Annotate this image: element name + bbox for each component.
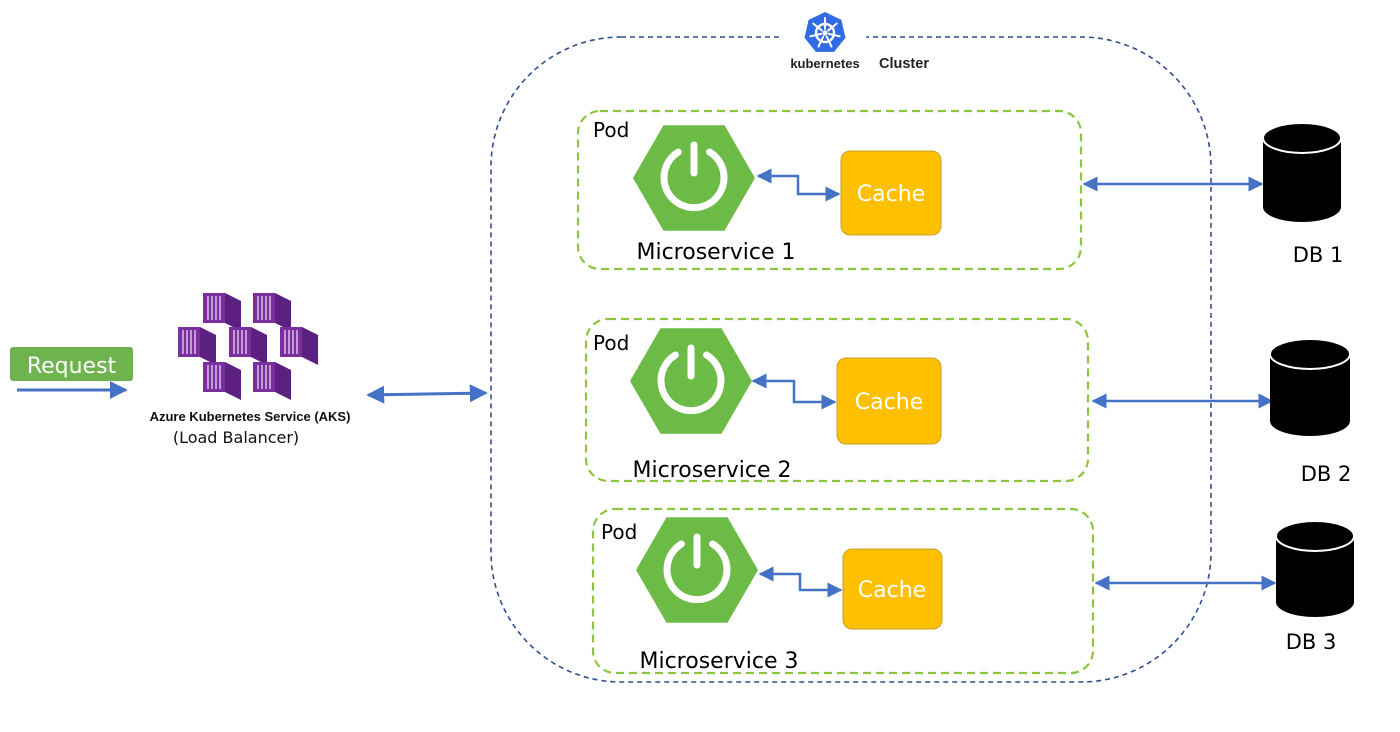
aks-subtitle: (Load Balancer) [173,428,299,447]
db-2-label: DB 2 [1301,462,1352,486]
pod-1: Pod Microservice 1 Cache [576,109,1083,271]
kubernetes-logo-text: kubernetes [790,56,859,71]
cache-3-label: Cache [858,578,926,603]
database-icon [1262,122,1342,222]
spring-power-icon [630,328,752,434]
db-1-label: DB 1 [1293,243,1344,267]
pod-1-boundary [576,109,1083,271]
kubernetes-icon [804,12,846,52]
service-cache-3-arrow [758,566,843,598]
azure-kubernetes-service-icon [178,293,318,400]
aks-title: Azure Kubernetes Service (AKS) [150,409,351,424]
aks-cube [203,293,241,331]
microservice-1-label: Microservice 1 [636,240,795,265]
pod-2-label: Pod [593,331,629,355]
pod-3: Pod Microservice 3 Cache [591,507,1095,675]
request-label: Request [27,354,117,379]
aks-cube [229,327,267,365]
aks-cube [280,327,318,365]
pod-1-label: Pod [593,118,629,142]
cache-2 [836,357,942,445]
aks-cube [178,327,216,365]
pod-2: Pod Microservice 2 Cache [584,317,1090,483]
cache-1 [840,150,942,236]
database-icon [1275,520,1355,617]
request-badge [10,347,133,381]
aks-cube [253,362,291,400]
aks-cluster-arrow [366,384,488,404]
database-icon [1269,338,1351,436]
service-cache-2-arrow [751,373,837,410]
cache-3 [842,548,943,630]
service-cache-1-arrow [756,168,841,202]
microservice-3-label: Microservice 3 [639,649,798,674]
cluster-label: Cluster [879,56,929,72]
aks-cube [203,362,241,400]
aks-cube [253,293,291,331]
pod-3-boundary [591,507,1095,675]
pod-3-label: Pod [601,520,637,544]
spring-power-icon [636,517,758,623]
spring-power-icon [633,125,755,231]
cache-2-label: Cache [855,390,923,415]
cache-1-label: Cache [857,182,925,207]
pod-2-boundary [584,317,1090,483]
db-3-label: DB 3 [1286,630,1337,654]
microservice-2-label: Microservice 2 [632,458,791,483]
